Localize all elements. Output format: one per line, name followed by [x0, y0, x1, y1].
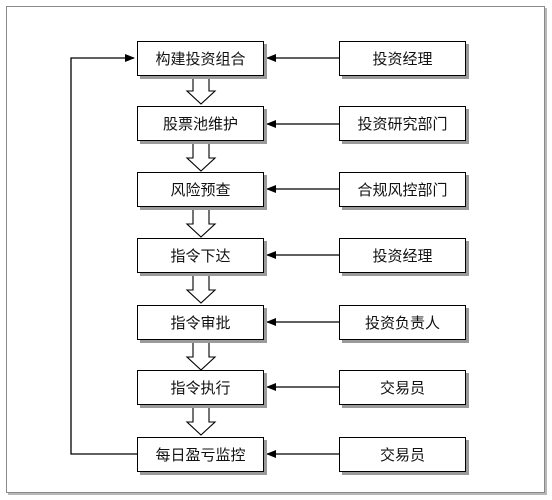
feedback-loop-arrow: [70, 54, 137, 455]
party-research-department: 投资研究部门: [339, 106, 466, 141]
step-order-issue: 指令下达: [137, 238, 264, 273]
flow-arrow: [185, 142, 217, 172]
flow-arrow: [185, 406, 217, 436]
party-trader: 交易员: [339, 370, 466, 405]
party-compliance-risk: 合规风控部门: [339, 172, 466, 207]
flow-arrow: [185, 341, 217, 371]
step-stock-pool: 股票池维护: [137, 106, 264, 141]
party-investment-head: 投资负责人: [339, 305, 466, 340]
step-build-portfolio: 构建投资组合: [137, 41, 264, 76]
flow-arrow: [185, 274, 217, 304]
flow-arrow: [185, 75, 217, 105]
step-order-execution: 指令执行: [137, 370, 264, 405]
party-trader: 交易员: [339, 437, 466, 472]
party-investment-manager: 投资经理: [339, 41, 466, 76]
party-investment-manager: 投资经理: [339, 238, 466, 273]
step-daily-pnl-monitor: 每日盈亏监控: [137, 437, 264, 472]
step-order-approval: 指令审批: [137, 305, 264, 340]
step-risk-precheck: 风险预查: [137, 172, 264, 207]
flow-arrow: [185, 208, 217, 238]
